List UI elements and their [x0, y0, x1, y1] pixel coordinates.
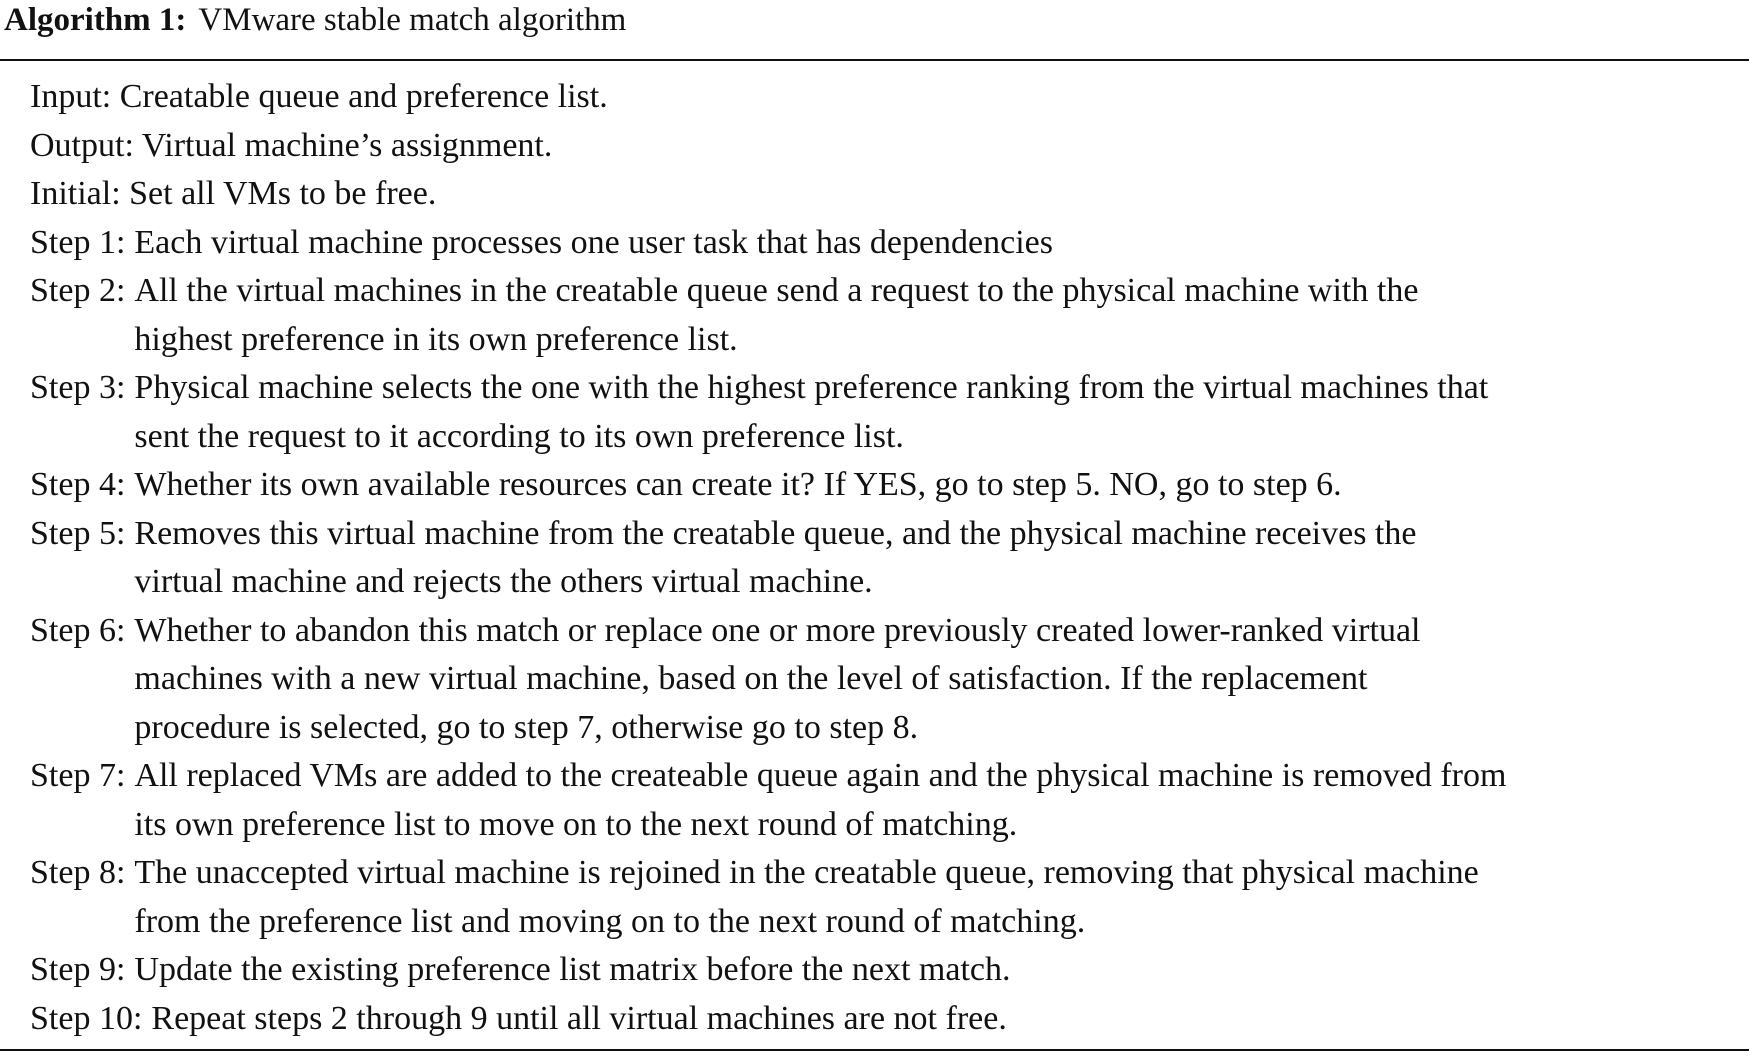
step-label: Step 2: — [30, 272, 126, 309]
step-text: Repeat steps 2 through 9 until all virtu… — [151, 995, 1744, 1044]
bottom-rule — [0, 1049, 1749, 1051]
step-label: Step 1: — [30, 223, 126, 261]
step-2: Step 2: All the virtual machines in the … — [30, 267, 1744, 364]
initial-line: Initial: Set all VMs to be free. — [30, 175, 437, 212]
step-8: Step 8: The unaccepted virtual machine i… — [30, 849, 1744, 946]
step-7: Step 7: All replaced VMs are added to th… — [30, 752, 1744, 849]
step-4: Step 4: Whether its own available resour… — [30, 461, 1744, 510]
step-text-line: All replaced VMs are added to the create… — [134, 757, 1507, 794]
step-label: Step 8: — [30, 854, 126, 891]
step-text-line: Physical machine selects the one with th… — [134, 369, 1489, 406]
step-text-line: Update the existing preference list matr… — [134, 951, 1011, 988]
step-text-line: from the preference list and moving on t… — [134, 902, 1086, 940]
step-text-line: The unaccepted virtual machine is rejoin… — [134, 854, 1479, 891]
step-text-line: Whether to abandon this match or replace… — [134, 611, 1421, 649]
step-text: Whether its own available resources can … — [134, 461, 1744, 510]
step-text-line: virtual machine and rejects the others v… — [134, 563, 873, 600]
step-6: Step 6: Whether to abandon this match or… — [30, 607, 1744, 753]
step-text-line: Repeat steps 2 through 9 until all virtu… — [151, 999, 1007, 1037]
step-text-line: Each virtual machine processes one user … — [134, 223, 1054, 261]
step-text: Physical machine selects the one with th… — [134, 364, 1744, 461]
step-text-line: All the virtual machines in the creatabl… — [134, 272, 1419, 309]
step-label: Step 10: — [30, 999, 143, 1037]
step-text-line: highest preference in its own preference… — [134, 320, 738, 358]
step-text-line: Removes this virtual machine from the cr… — [134, 514, 1417, 552]
algorithm-title: VMware stable match algorithm — [198, 2, 627, 38]
algorithm-label: Algorithm 1: — [4, 2, 187, 38]
step-text: The unaccepted virtual machine is rejoin… — [134, 849, 1744, 946]
step-text: Each virtual machine processes one user … — [134, 219, 1744, 268]
step-label: Step 4: — [30, 466, 126, 503]
output-line: Output: Virtual machine’s assignment. — [30, 126, 553, 164]
step-1: Step 1: Each virtual machine processes o… — [30, 219, 1744, 268]
step-text: Removes this virtual machine from the cr… — [134, 510, 1744, 607]
step-9: Step 9: Update the existing preference l… — [30, 946, 1744, 995]
step-10: Step 10: Repeat steps 2 through 9 until … — [30, 995, 1744, 1044]
step-text-line: machines with a new virtual machine, bas… — [134, 660, 1368, 697]
algorithm-body: Input: Creatable queue and preference li… — [4, 61, 1744, 1047]
step-text-line: sent the request to it according to its … — [134, 417, 904, 455]
step-label: Step 9: — [30, 951, 126, 988]
step-text: Whether to abandon this match or replace… — [134, 607, 1744, 753]
step-text-line: its own preference list to move on to th… — [134, 805, 1018, 843]
step-text-line: Whether its own available resources can … — [134, 466, 1342, 503]
step-text: Update the existing preference list matr… — [134, 946, 1744, 995]
step-label: Step 5: — [30, 514, 126, 552]
step-label: Step 6: — [30, 611, 126, 649]
step-text: All replaced VMs are added to the create… — [134, 752, 1744, 849]
step-3: Step 3: Physical machine selects the one… — [30, 364, 1744, 461]
step-label: Step 7: — [30, 757, 126, 794]
step-text: All the virtual machines in the creatabl… — [134, 267, 1744, 364]
top-rule — [0, 59, 1749, 61]
step-label: Step 3: — [30, 369, 126, 406]
algorithm-header: Algorithm 1: VMware stable match algorit… — [4, 0, 1744, 40]
step-text-line: procedure is selected, go to step 7, oth… — [134, 708, 919, 746]
step-5: Step 5: Removes this virtual machine fro… — [30, 510, 1744, 607]
input-line: Input: Creatable queue and preference li… — [30, 78, 608, 115]
